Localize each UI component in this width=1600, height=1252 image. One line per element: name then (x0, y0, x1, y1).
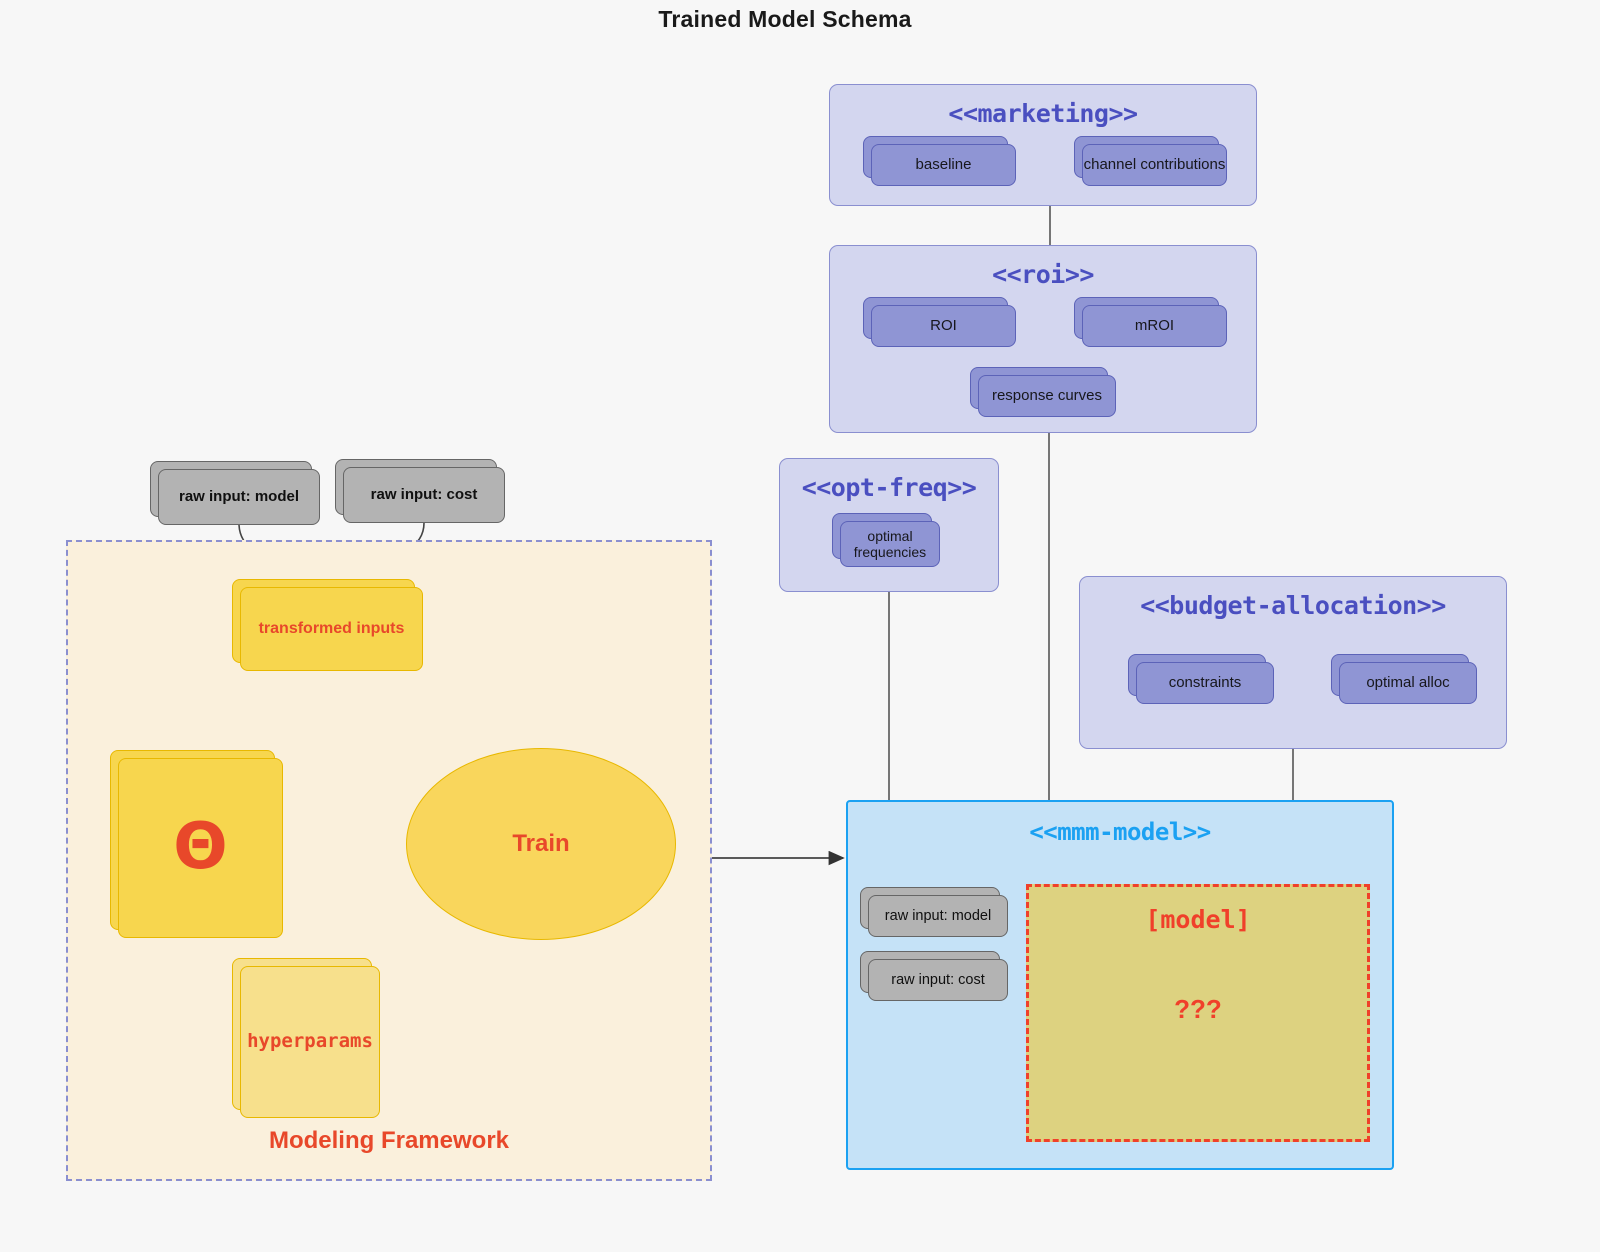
node-channel-contributions-label: channel contributions (1082, 144, 1227, 186)
node-optimal-alloc-label: optimal alloc (1339, 662, 1477, 704)
node-baseline-label: baseline (871, 144, 1016, 186)
node-transformed-inputs[interactable]: transformed inputs (232, 579, 423, 671)
node-channel-contributions[interactable]: channel contributions (1074, 136, 1227, 186)
package-roi-title: <<roi>> (992, 260, 1094, 289)
node-theta[interactable]: Θ (110, 750, 283, 938)
model-placeholder-label: [model] (1145, 905, 1251, 934)
node-raw-input-model-label: raw input: model (158, 469, 320, 525)
node-roi-label: ROI (871, 305, 1016, 347)
node-optimal-frequencies-label: optimal frequencies (840, 521, 940, 567)
node-mroi-label: mROI (1082, 305, 1227, 347)
package-mmm-model-title: <<mmm-model>> (1029, 818, 1211, 846)
node-mroi[interactable]: mROI (1074, 297, 1227, 347)
node-mmm-raw-input-cost-label: raw input: cost (868, 959, 1008, 1001)
node-theta-label: Θ (118, 758, 283, 938)
modeling-framework-label: Modeling Framework (268, 1127, 510, 1154)
node-optimal-frequencies[interactable]: optimal frequencies (832, 513, 940, 567)
node-raw-input-model[interactable]: raw input: model (150, 461, 320, 525)
package-mmm-model[interactable]: <<mmm-model>> raw input: model raw input… (846, 800, 1394, 1170)
package-opt-freq[interactable]: <<opt-freq>> optimal frequencies (779, 458, 999, 592)
node-hyperparams-label: hyperparams (240, 966, 380, 1118)
package-roi[interactable]: <<roi>> ROI mROI response curves (829, 245, 1257, 433)
node-raw-input-cost[interactable]: raw input: cost (335, 459, 505, 523)
package-marketing-title: <<marketing>> (948, 99, 1138, 128)
node-roi[interactable]: ROI (863, 297, 1016, 347)
node-response-curves[interactable]: response curves (970, 367, 1116, 417)
node-mmm-raw-input-cost[interactable]: raw input: cost (860, 951, 1008, 1001)
package-marketing[interactable]: <<marketing>> baseline channel contribut… (829, 84, 1257, 206)
package-budget-allocation[interactable]: <<budget-allocation>> constraints optima… (1079, 576, 1507, 749)
page-title: Trained Model Schema (658, 6, 912, 32)
node-optimal-alloc[interactable]: optimal alloc (1331, 654, 1477, 704)
node-transformed-inputs-label: transformed inputs (240, 587, 423, 671)
package-budget-allocation-title: <<budget-allocation>> (1140, 591, 1446, 620)
node-baseline[interactable]: baseline (863, 136, 1016, 186)
node-hyperparams[interactable]: hyperparams (232, 958, 380, 1118)
node-train[interactable]: Train (406, 748, 676, 940)
model-unknown-label: ??? (1174, 994, 1222, 1024)
node-constraints[interactable]: constraints (1128, 654, 1274, 704)
node-response-curves-label: response curves (978, 375, 1116, 417)
node-train-label: Train (512, 830, 570, 857)
package-opt-freq-title: <<opt-freq>> (801, 473, 977, 502)
node-constraints-label: constraints (1136, 662, 1274, 704)
model-placeholder-box[interactable]: [model] ??? (1026, 884, 1370, 1142)
node-raw-input-cost-label: raw input: cost (343, 467, 505, 523)
node-mmm-raw-input-model-label: raw input: model (868, 895, 1008, 937)
node-mmm-raw-input-model[interactable]: raw input: model (860, 887, 1008, 937)
